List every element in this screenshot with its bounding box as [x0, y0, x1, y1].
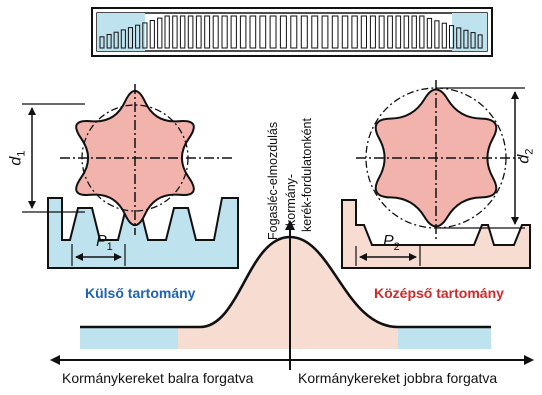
center-range-label: Középső tartomány [374, 285, 504, 301]
rack-slot [360, 15, 367, 49]
rack-slot [419, 15, 425, 49]
rack-slot [378, 15, 385, 49]
p2-symbol: P2 [383, 233, 400, 254]
rack-slot [195, 15, 202, 49]
rack-slot [470, 32, 476, 49]
axis-label-line3: kerék-fordulatonként [300, 118, 314, 232]
left-gear-assembly [22, 84, 239, 269]
rack-slot [311, 15, 319, 49]
rack-slot [120, 29, 126, 49]
axis-label-line1: Fogasléc-elmozdulás [266, 121, 280, 240]
left-rack-teeth [47, 197, 239, 269]
rack-slot [221, 15, 228, 49]
rack-blue-right [452, 13, 487, 51]
rack-slot [290, 15, 298, 49]
rack-slot [142, 22, 148, 49]
rack-slot [341, 15, 349, 49]
rack-slot [463, 29, 469, 49]
ratio-curve [50, 220, 534, 370]
outer-range-left-fill [80, 327, 178, 349]
rack-slot [113, 31, 119, 49]
rack-slot [456, 27, 462, 49]
rack-slot [204, 15, 211, 49]
rack-slot [351, 15, 358, 49]
rack-slot [477, 34, 483, 49]
rack-slot [411, 15, 417, 49]
rack-slot [164, 15, 170, 49]
rack-slot [172, 15, 178, 49]
rack-slot [230, 15, 237, 49]
rack-slot [369, 15, 376, 49]
rack-slot [279, 15, 287, 49]
rack-slot [331, 15, 339, 49]
rack-slot [449, 25, 455, 49]
d1-symbol: d1 [7, 150, 28, 166]
rack-slot [403, 15, 410, 49]
outer-range-right-fill [398, 327, 491, 349]
rack-slot [321, 15, 329, 49]
outer-range-label: Külső tartomány [85, 285, 196, 301]
rack-slot [187, 15, 194, 49]
p1-symbol: P1 [96, 233, 113, 254]
rack-slot [426, 17, 433, 49]
rack-slot [106, 34, 112, 49]
rack-slot [249, 15, 257, 49]
rack-strip [91, 7, 493, 57]
rack-slot [127, 27, 133, 49]
rack-slot [395, 15, 402, 49]
right-rack-teeth [341, 199, 531, 269]
rack-slot [135, 24, 141, 49]
right-gear-assembly [341, 80, 531, 269]
rack-slots [99, 15, 483, 49]
rack-slot [179, 15, 186, 49]
rack-slot [212, 15, 219, 49]
rack-slot [259, 15, 267, 49]
d2-symbol: d2 [515, 148, 536, 164]
rack-slot [149, 20, 155, 49]
rack-slot [387, 15, 393, 49]
rack-slot [441, 22, 447, 49]
turn-left-label: Kormánykereket balra forgatva [62, 370, 254, 386]
rack-slot [157, 17, 163, 49]
rack-slot [300, 15, 308, 49]
turn-right-label: Kormánykereket jobbra forgatva [298, 370, 498, 386]
center-range-fill [178, 237, 398, 349]
rack-slot [434, 20, 440, 49]
axis-label-line2: kormány- [284, 173, 298, 226]
rack-slot [99, 36, 105, 49]
rack-slot [269, 15, 277, 49]
rack-slot [239, 15, 247, 49]
